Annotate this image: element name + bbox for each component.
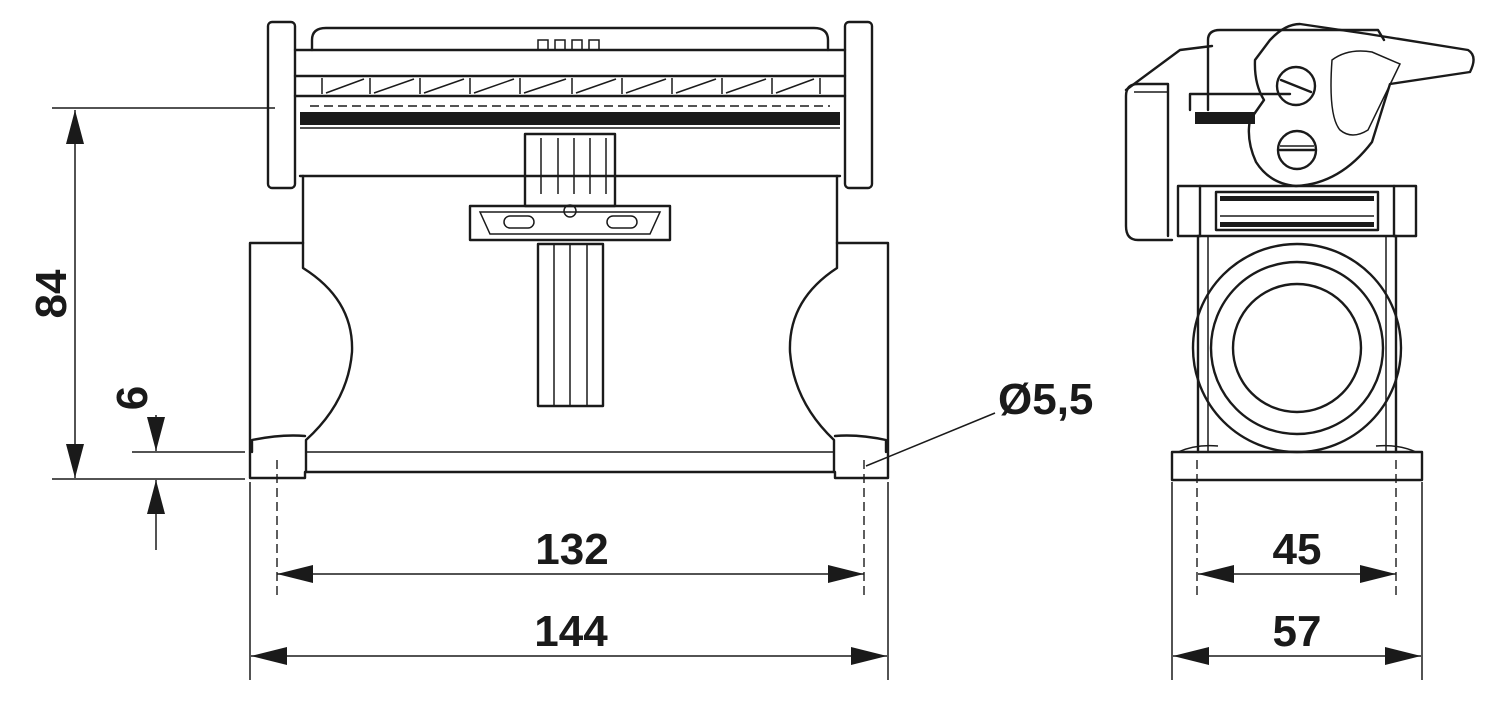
dim-hole-diameter: Ø5,5 — [998, 375, 1093, 424]
cable-entry-mid — [1209, 260, 1385, 436]
dim-width-total: 144 — [534, 607, 608, 656]
dim-height-total: 84 — [27, 269, 76, 318]
side-base-flange — [1170, 450, 1424, 482]
top-cover — [310, 26, 830, 52]
dim-leader-hole — [865, 412, 996, 467]
right-latch-bracket — [843, 20, 874, 190]
left-latch-bracket — [266, 20, 297, 190]
dim-depth-total: 57 — [1273, 607, 1322, 656]
side-body — [1196, 234, 1398, 454]
right-cutout — [788, 241, 839, 474]
dim-depth-hole-spacing: 45 — [1273, 525, 1322, 574]
right-flange-lip — [833, 434, 888, 454]
dimensions: 84 6 Ø5,5 132 144 45 57 — [27, 107, 1423, 680]
side-upper-housing — [1198, 184, 1396, 238]
side-view — [1124, 22, 1475, 600]
side-top-cover — [1206, 28, 1386, 112]
locking-lever — [468, 132, 672, 408]
seal-band — [300, 112, 840, 125]
side-lever — [1247, 22, 1475, 188]
side-cover-lip — [1124, 82, 1174, 242]
left-flange-lip — [250, 434, 307, 454]
dim-height-flange: 6 — [108, 386, 157, 410]
dim-width-hole-spacing: 132 — [535, 525, 608, 574]
rib-pattern — [321, 78, 821, 94]
cable-entry-outer — [1191, 242, 1403, 454]
cable-entry-inner — [1231, 282, 1363, 414]
left-cutout — [301, 241, 354, 474]
housing-body — [248, 241, 890, 480]
front-view — [248, 20, 890, 600]
